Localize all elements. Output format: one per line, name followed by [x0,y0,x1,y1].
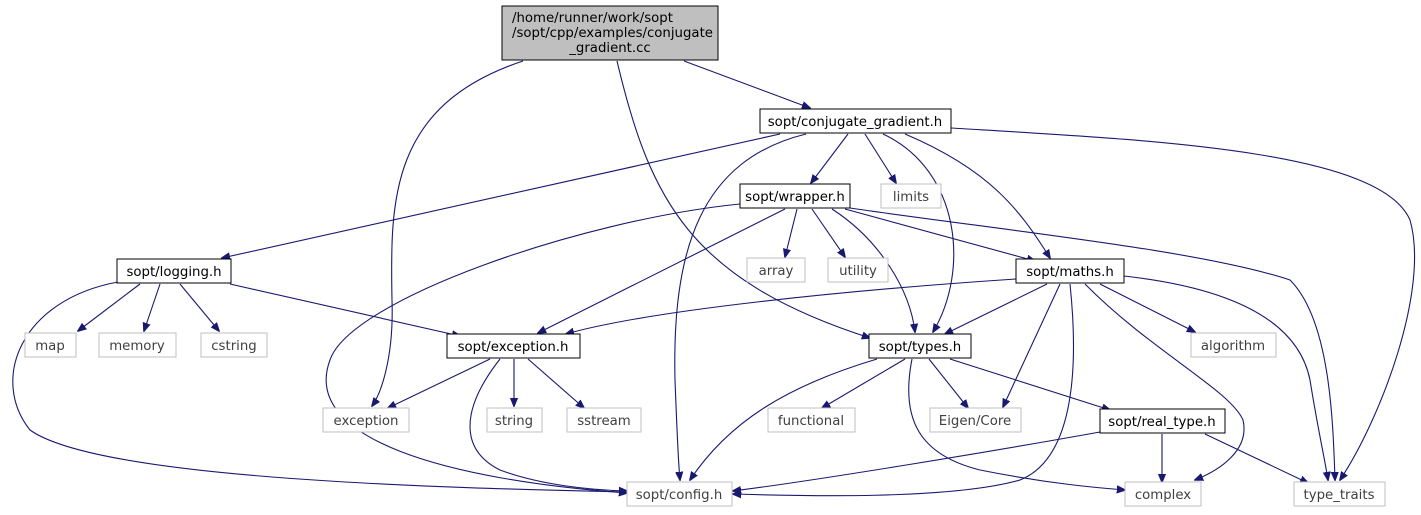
edge-wrapper-utility [811,208,845,257]
node-map[interactable]: map [24,332,77,358]
edge-exceptionh-exception [388,358,491,408]
label-exception-h: sopt/exception.h [458,340,569,355]
node-complex[interactable]: complex [1124,481,1202,507]
edge-root-exception [372,60,524,406]
edge-wrapper-type-traits [849,207,1335,480]
edge-realtype-type-traits [1204,433,1308,483]
edge-wrapper-types [831,208,915,332]
label-logging-h: sopt/logging.h [126,265,221,280]
label-sstream: sstream [577,414,631,429]
label-conjugate-gradient-h: sopt/conjugate_gradient.h [768,115,943,130]
edge-exceptionh-sstream [527,358,584,408]
label-map: map [35,339,65,354]
node-utility[interactable]: utility [827,257,889,283]
node-real-type-h[interactable]: sopt/real_type.h [1099,408,1226,434]
node-sstream[interactable]: sstream [566,407,642,433]
edge-wrapper-config [325,203,741,493]
node-conjugate-gradient-h[interactable]: sopt/conjugate_gradient.h [759,108,952,134]
edge-types-functional [822,358,906,408]
edge-logging-config [12,281,627,492]
edge-root-types [616,60,870,338]
edge-wrapper-exception-h [538,208,786,333]
edge-maths-exception-h [566,278,1017,334]
edge-wrapper-array [785,208,798,257]
label-maths-h: sopt/maths.h [1026,265,1114,280]
edge-exceptionh-config [469,358,627,491]
nodes: /home/runner/work/sopt /sopt/cpp/example… [24,5,1386,507]
label-memory: memory [109,339,165,354]
node-functional[interactable]: functional [767,407,856,433]
label-type-traits: type_traits [1303,488,1374,503]
node-exception[interactable]: exception [322,407,410,433]
label-eigen-core: Eigen/Core [939,414,1011,429]
edge-root-conjugate-gradient [683,60,810,108]
edge-logging-cstring [179,283,219,331]
label-utility: utility [839,264,877,279]
label-cstring: cstring [211,339,256,354]
edge-cg-wrapper [811,133,849,183]
node-config-h[interactable]: sopt/config.h [626,481,733,507]
node-memory[interactable]: memory [98,332,177,358]
edge-cg-logging [222,133,781,258]
node-cstring[interactable]: cstring [200,332,268,358]
node-array[interactable]: array [746,257,806,283]
label-string: string [495,414,533,429]
node-type-traits[interactable]: type_traits [1293,481,1386,507]
label-real-type-h: sopt/real_type.h [1108,415,1215,430]
edge-maths-complex [1084,283,1245,480]
node-types-h[interactable]: sopt/types.h [868,333,972,359]
edge-cg-types [882,133,955,332]
edge-realtype-config [733,431,1101,491]
edge-types-complex [908,358,1125,490]
edge-cg-limits [864,133,896,183]
label-limits: limits [893,190,929,205]
edge-logging-memory [144,283,161,331]
label-exception: exception [334,414,399,429]
label-wrapper-h: sopt/wrapper.h [745,190,845,205]
label-array: array [759,264,794,279]
edge-wrapper-maths [844,208,1035,261]
edge-cg-type-traits [950,127,1416,480]
root-line-3: _gradient.cc [568,41,651,56]
node-limits[interactable]: limits [880,183,942,209]
edge-maths-types [945,283,1048,334]
edge-maths-type-traits [1123,275,1328,480]
node-algorithm[interactable]: algorithm [1190,332,1277,358]
edge-types-config [690,358,878,480]
node-root[interactable]: /home/runner/work/sopt /sopt/cpp/example… [501,5,719,61]
edge-types-real-type [949,358,1110,410]
label-functional: functional [778,414,844,429]
edge-maths-eigen [1003,283,1061,407]
edge-types-eigen [928,358,968,408]
edges [12,60,1416,496]
label-algorithm: algorithm [1201,339,1265,354]
label-complex: complex [1135,488,1191,503]
node-exception-h[interactable]: sopt/exception.h [446,333,581,359]
label-config-h: sopt/config.h [636,488,723,503]
edge-logging-map [78,283,141,331]
node-eigen-core[interactable]: Eigen/Core [929,407,1022,433]
edge-maths-algorithm [1099,283,1195,332]
label-types-h: sopt/types.h [879,340,961,355]
edge-logging-exception-h [229,283,460,336]
node-maths-h[interactable]: sopt/maths.h [1015,258,1125,284]
node-wrapper-h[interactable]: sopt/wrapper.h [739,183,851,209]
edge-maths-config [733,283,1074,496]
edge-cg-maths [904,133,1050,258]
edge-cg-config [674,133,807,480]
node-logging-h[interactable]: sopt/logging.h [116,258,232,284]
root-line-2: /sopt/cpp/examples/conjugate [512,26,713,41]
root-line-1: /home/runner/work/sopt [512,11,673,26]
node-string[interactable]: string [486,407,543,433]
